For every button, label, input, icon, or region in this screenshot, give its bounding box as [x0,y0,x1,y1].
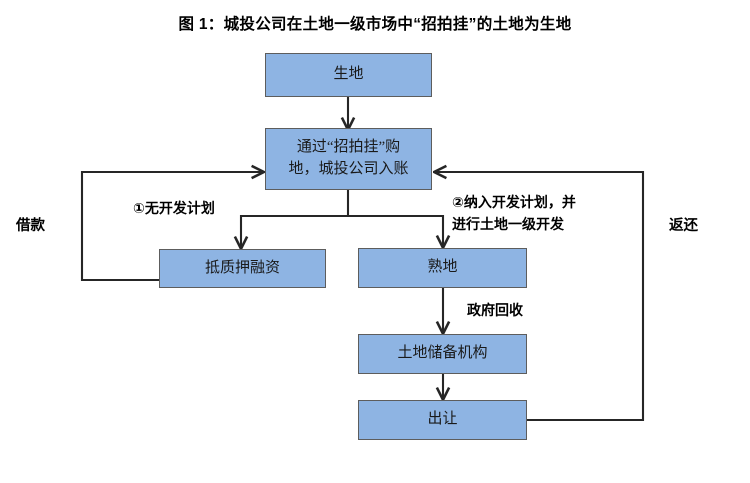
node-purchase[interactable]: 通过“招拍挂”购 地，城投公司入账 [265,128,432,190]
node-purchase-label: 通过“招拍挂”购 地，城投公司入账 [288,139,409,177]
side-label-loan: 借款 [16,218,45,234]
node-developed-land[interactable]: 熟地 [358,248,527,288]
node-raw-land-label: 生地 [333,66,364,83]
node-transfer-label: 出让 [427,411,458,428]
node-land-reserve-label: 土地储备机构 [397,345,488,362]
node-pledge-finance-label: 抵质押融资 [204,259,280,276]
figure-title: 图 1：城投公司在土地一级市场中“招拍挂”的土地为生地 [178,16,572,33]
node-land-reserve[interactable]: 土地储备机构 [358,334,527,374]
side-label-return: 返还 [669,218,698,234]
edge-purchase-to-developed [348,214,443,246]
node-developed-land-label: 熟地 [427,259,458,276]
edge-label-branch-one: ①无开发计划 [133,200,215,216]
edge-label-branch-two: ②纳入开发计划，并 进行土地一级开发 [452,194,576,232]
node-raw-land[interactable]: 生地 [265,53,432,97]
edge-purchase-to-pledge [241,214,348,247]
node-transfer[interactable]: 出让 [358,400,527,440]
edge-label-government-recovery: 政府回收 [467,302,523,318]
node-pledge-finance[interactable]: 抵质押融资 [159,249,326,288]
